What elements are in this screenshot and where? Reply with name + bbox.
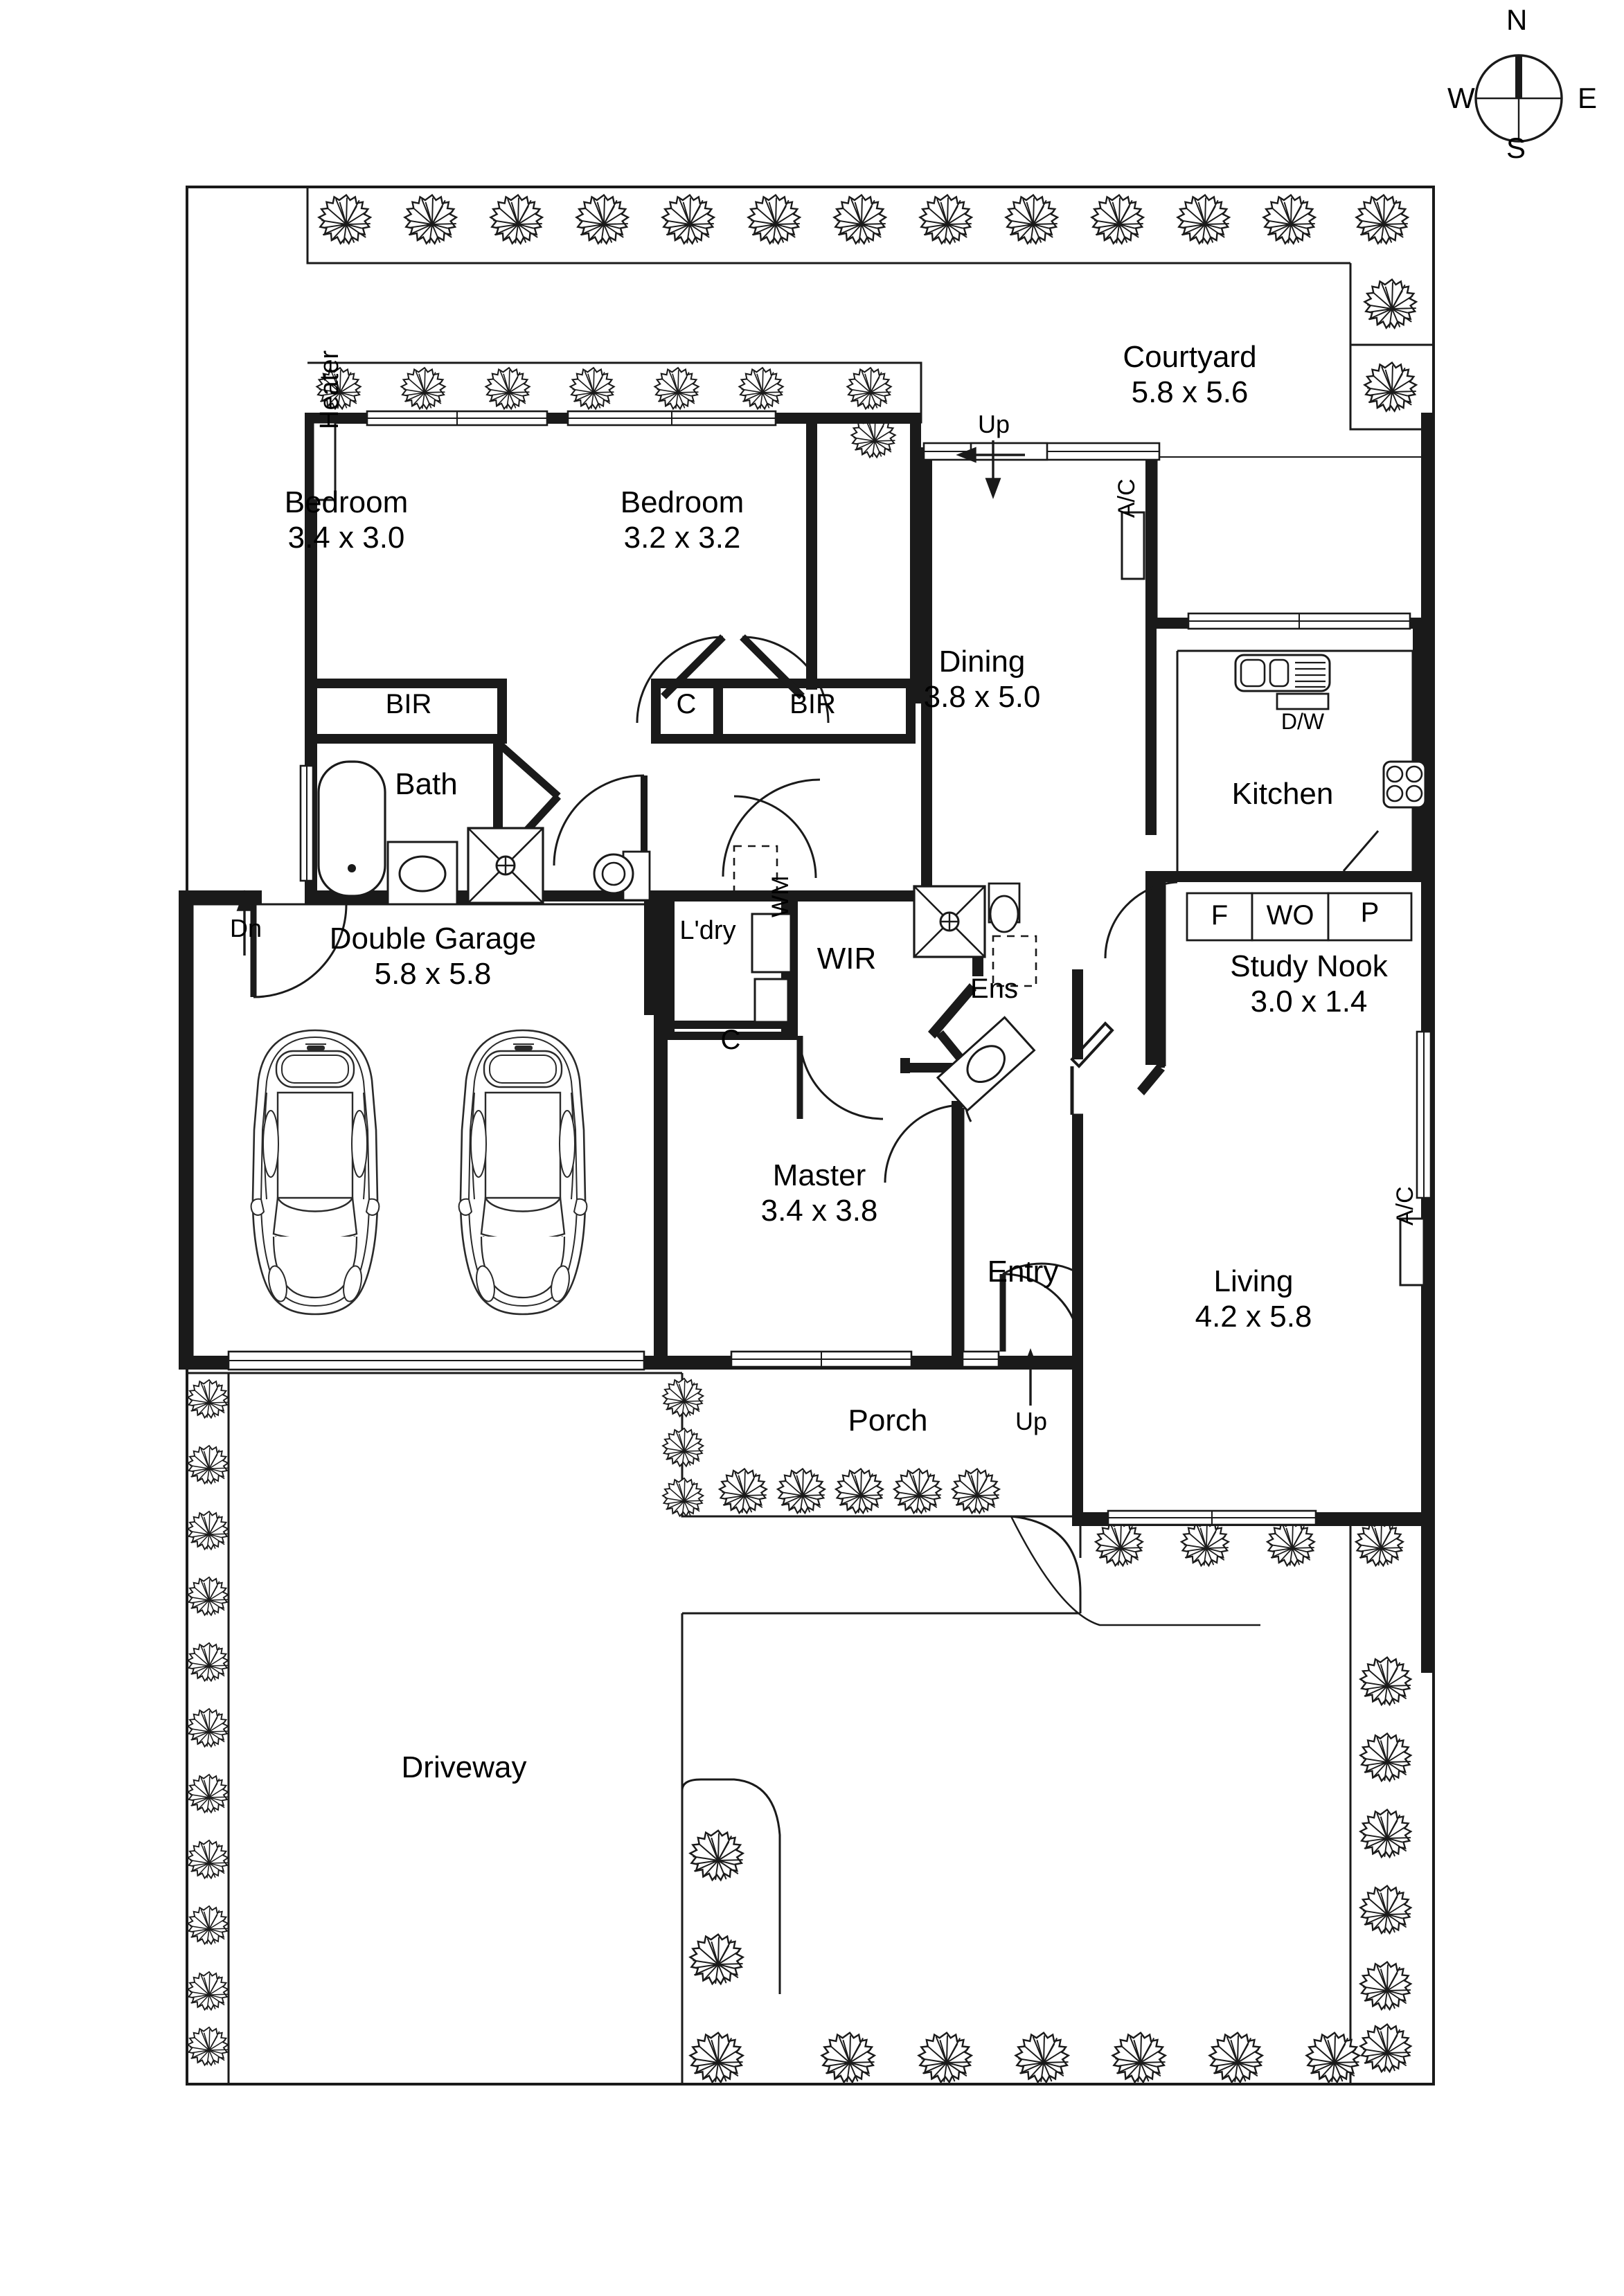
room-label-living: Living 4.2 x 5.8 (1170, 1264, 1337, 1334)
room-label-dining: Dining 3.8 x 5.0 (899, 644, 1065, 715)
room-dims: 3.8 x 5.0 (923, 680, 1041, 715)
room-label-bath: Bath (395, 767, 458, 801)
compass-west-label: W (1447, 82, 1475, 114)
compass-rose (1474, 54, 1563, 143)
room-label-bedroom3: Bedroom 3.2 x 3.2 (599, 485, 765, 555)
fridge-label: F (1211, 900, 1229, 931)
room-name: Master (772, 1158, 866, 1192)
porch-curve (1010, 1515, 1082, 1613)
heater-label: Heater (315, 350, 344, 429)
bir-right-label: BIR (789, 689, 836, 719)
room-label-bedroom2: Bedroom 3.4 x 3.0 (263, 485, 429, 555)
room-name: Bedroom (284, 485, 409, 519)
room-name: Living (1213, 1264, 1294, 1298)
stair-label-up-courtyard: Up (977, 410, 1010, 438)
room-dims: 3.0 x 1.4 (1250, 985, 1368, 1019)
driveway-curve (1010, 1516, 1260, 1626)
room-label-wir: WIR (817, 942, 877, 976)
closet-laundry-label: C (720, 1025, 741, 1055)
room-name: Study Nook (1230, 949, 1388, 983)
room-label-double-garage: Double Garage 5.8 x 5.8 (280, 921, 585, 992)
compass-east-label: E (1578, 82, 1598, 114)
room-name: Double Garage (329, 922, 537, 956)
rear-yard-corner (681, 1778, 781, 1994)
stair-label-up-entry: Up (1015, 1407, 1048, 1435)
room-dims: 3.4 x 3.8 (760, 1194, 878, 1228)
closet-bedroom-label: C (676, 689, 697, 719)
dishwasher-label: D/W (1281, 709, 1325, 734)
room-label-entry: Entry (987, 1255, 1059, 1289)
door-swings (250, 634, 1380, 1352)
bir-left-label: BIR (385, 689, 432, 719)
room-label-study-nook: Study Nook 3.0 x 1.4 (1191, 949, 1427, 1019)
room-label-master: Master 3.4 x 3.8 (736, 1158, 902, 1228)
wall-oven-label: WO (1266, 900, 1314, 931)
room-dims: 3.4 x 3.0 (287, 521, 405, 555)
interior-linework (191, 456, 1421, 1356)
room-label-ensuite: Ens (970, 974, 1018, 1004)
room-label-courtyard: Courtyard 5.8 x 5.6 (1107, 339, 1273, 410)
stair-arrows (236, 440, 1039, 1406)
service-units (312, 421, 1425, 1286)
ac-living-label: A/C (1392, 1186, 1418, 1226)
room-label-kitchen: Kitchen (1231, 777, 1334, 811)
plumbing-fixtures (317, 760, 1037, 1113)
room-dims: 3.2 x 3.2 (623, 521, 741, 555)
compass-south-label: S (1506, 132, 1526, 164)
washing-machine-label: WM (767, 875, 794, 917)
stair-label-dn-garage: Dn (229, 914, 262, 942)
room-name: Bedroom (620, 485, 744, 519)
kitchen-appliances (1186, 654, 1427, 942)
room-label-porch: Porch (848, 1403, 928, 1437)
room-label-driveway: Driveway (401, 1750, 527, 1784)
room-dims: 4.2 x 5.8 (1195, 1300, 1312, 1334)
room-dims: 5.8 x 5.6 (1131, 375, 1249, 410)
room-name: Courtyard (1123, 340, 1257, 374)
compass-north-label: N (1506, 3, 1528, 36)
pantry-label: P (1360, 897, 1380, 928)
room-label-laundry: L'dry (679, 916, 736, 945)
room-name: Dining (938, 645, 1026, 679)
ac-courtyard-label: A/C (1114, 478, 1140, 518)
room-dims: 5.8 x 5.8 (374, 957, 492, 992)
laundry-appliances (751, 913, 792, 1023)
